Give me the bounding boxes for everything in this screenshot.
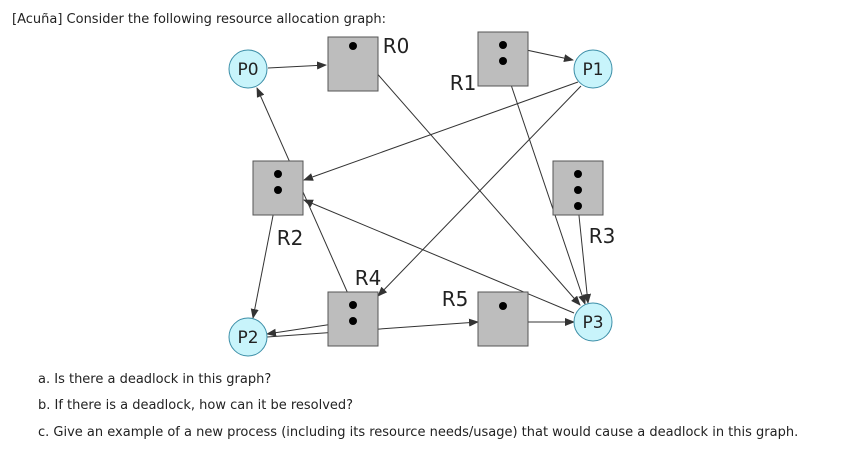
edge-r3-to-p3 <box>577 205 592 304</box>
process-p3-label: P3 <box>582 313 603 333</box>
prompt-header: [Acuña] Consider the following resource … <box>12 12 387 27</box>
process-p3-node <box>573 302 613 342</box>
resource-r2-label: R2 <box>277 226 304 250</box>
process-p2-label: P2 <box>237 328 258 348</box>
edge-p1-to-r4 <box>377 85 582 297</box>
resource-r4-label: R4 <box>355 266 382 290</box>
process-p1-label: P1 <box>582 60 603 80</box>
resource-r4-instance-1 <box>349 301 357 309</box>
resource-r5-instance-1 <box>499 302 507 310</box>
resource-r3-instance-3 <box>574 202 582 210</box>
resource-r2-instance-1 <box>274 170 282 178</box>
question-c: c. Give an example of a new process (inc… <box>38 425 799 440</box>
resource-r4-instance-2 <box>349 317 357 325</box>
process-p2-node <box>228 317 268 357</box>
process-p0-label: P0 <box>237 60 258 80</box>
question-b: b. If there is a deadlock, how can it be… <box>38 398 354 413</box>
resource-r5-box <box>477 291 529 347</box>
edge-r4-to-p0 <box>256 87 354 306</box>
edge-r0-to-p3 <box>352 45 581 306</box>
resource-r5-label: R5 <box>442 287 469 311</box>
edge-p0-to-r0 <box>267 61 327 70</box>
resource-r1-label: R1 <box>450 71 477 95</box>
resource-r2-instance-2 <box>274 186 282 194</box>
process-p0-node <box>228 49 268 89</box>
resource-r1-instance-2 <box>499 57 507 65</box>
resource-r0-instance-1 <box>349 42 357 50</box>
edge-p3-to-r2 <box>303 199 575 314</box>
edge-r1-to-p3 <box>502 60 586 305</box>
question-a: a. Is there a deadlock in this graph? <box>38 372 272 387</box>
process-p1-node <box>573 49 613 89</box>
resource-r0-label: R0 <box>383 34 410 58</box>
resource-r3-instance-2 <box>574 186 582 194</box>
resource-r3-label: R3 <box>589 224 616 248</box>
edge-p1-to-r2 <box>303 81 579 181</box>
resource-r1-instance-1 <box>499 41 507 49</box>
resource-r3-instance-1 <box>574 170 582 178</box>
